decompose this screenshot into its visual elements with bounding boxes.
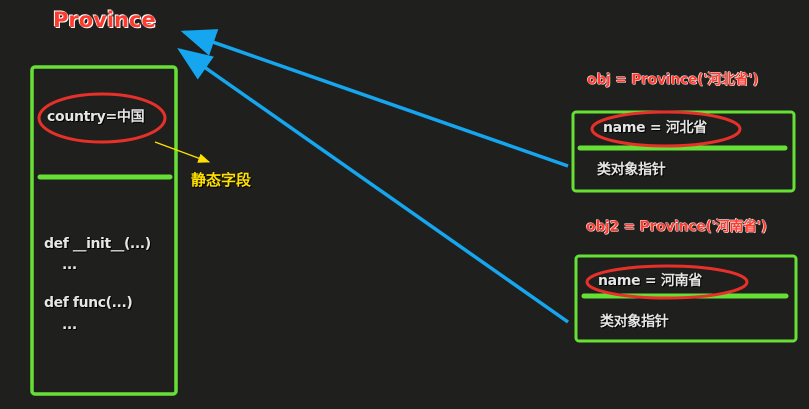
object-1-field-highlight <box>590 110 742 148</box>
object-2-field: name = 河南省 <box>598 273 702 289</box>
method-func-signature: def func(...) <box>44 295 133 311</box>
static-note-arrow <box>154 141 211 163</box>
method-init-body: ... <box>62 257 77 273</box>
object-1-label: obj = Province('河北省') <box>587 72 759 88</box>
class-title: Province <box>53 8 156 32</box>
object-1-class-pointer-arrow <box>180 29 569 168</box>
object-2-pointer: 类对象指针 <box>600 314 669 330</box>
class-box <box>30 65 178 396</box>
object-2-class-pointer-arrow <box>177 47 570 324</box>
method-func-body: ... <box>62 317 77 333</box>
static-field-highlight <box>37 92 167 144</box>
static-field-note: 静态字段 <box>191 171 252 189</box>
object-box-2 <box>574 254 798 343</box>
method-init-signature: def __init__(...) <box>44 236 151 252</box>
object-1-field: name = 河北省 <box>603 120 707 136</box>
object-2-label: obj2 = Province('河南省') <box>586 219 767 235</box>
object-1-pointer: 类对象指针 <box>597 162 666 178</box>
static-field-text: country=中国 <box>47 109 145 125</box>
object-2-field-highlight <box>585 264 749 300</box>
